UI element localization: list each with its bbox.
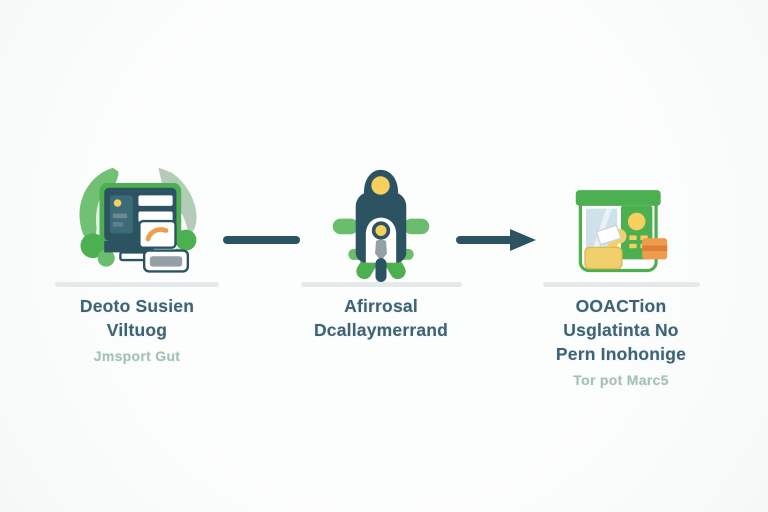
- step-1-icon-box: [45, 150, 229, 282]
- step-3-title: OOACTion Usglatinta No Pern Inohonige: [556, 294, 686, 366]
- step-title-line: Pern Inohonige: [555, 344, 687, 364]
- step-title-line: OOACTion: [575, 296, 667, 316]
- connector-line: [223, 236, 300, 244]
- storefront-icon: [575, 190, 668, 273]
- monitor-plants-icon: [79, 167, 197, 273]
- divider: [300, 282, 462, 287]
- step-2-title: Afirrosal Dcallaymerrand: [314, 294, 448, 342]
- divider: [55, 282, 219, 287]
- step-3-icon-box: [529, 150, 713, 282]
- step-title-line: Deoto Susien: [79, 296, 195, 316]
- divider: [542, 282, 700, 287]
- process-step-1: Deoto Susien Viltuog Jmsport Gut: [45, 150, 229, 480]
- step-2-icon-box: [289, 150, 473, 282]
- step-title-line: Usglatinta No: [563, 320, 679, 340]
- step-title-line: Viltuog: [106, 320, 168, 340]
- connector-arrow-icon: [456, 229, 536, 251]
- step-1-subtitle: Jmsport Gut: [93, 348, 181, 364]
- process-step-3: OOACTion Usglatinta No Pern Inohonige To…: [529, 150, 713, 480]
- robot-approval-icon: [332, 169, 430, 282]
- step-title-line: Dcallaymerrand: [313, 320, 449, 340]
- step-title-line: Afirrosal: [344, 296, 418, 316]
- process-step-2: Afirrosal Dcallaymerrand: [289, 150, 473, 480]
- step-3-subtitle: Tor pot Marc5: [573, 372, 669, 388]
- step-1-title: Deoto Susien Viltuog: [80, 294, 194, 342]
